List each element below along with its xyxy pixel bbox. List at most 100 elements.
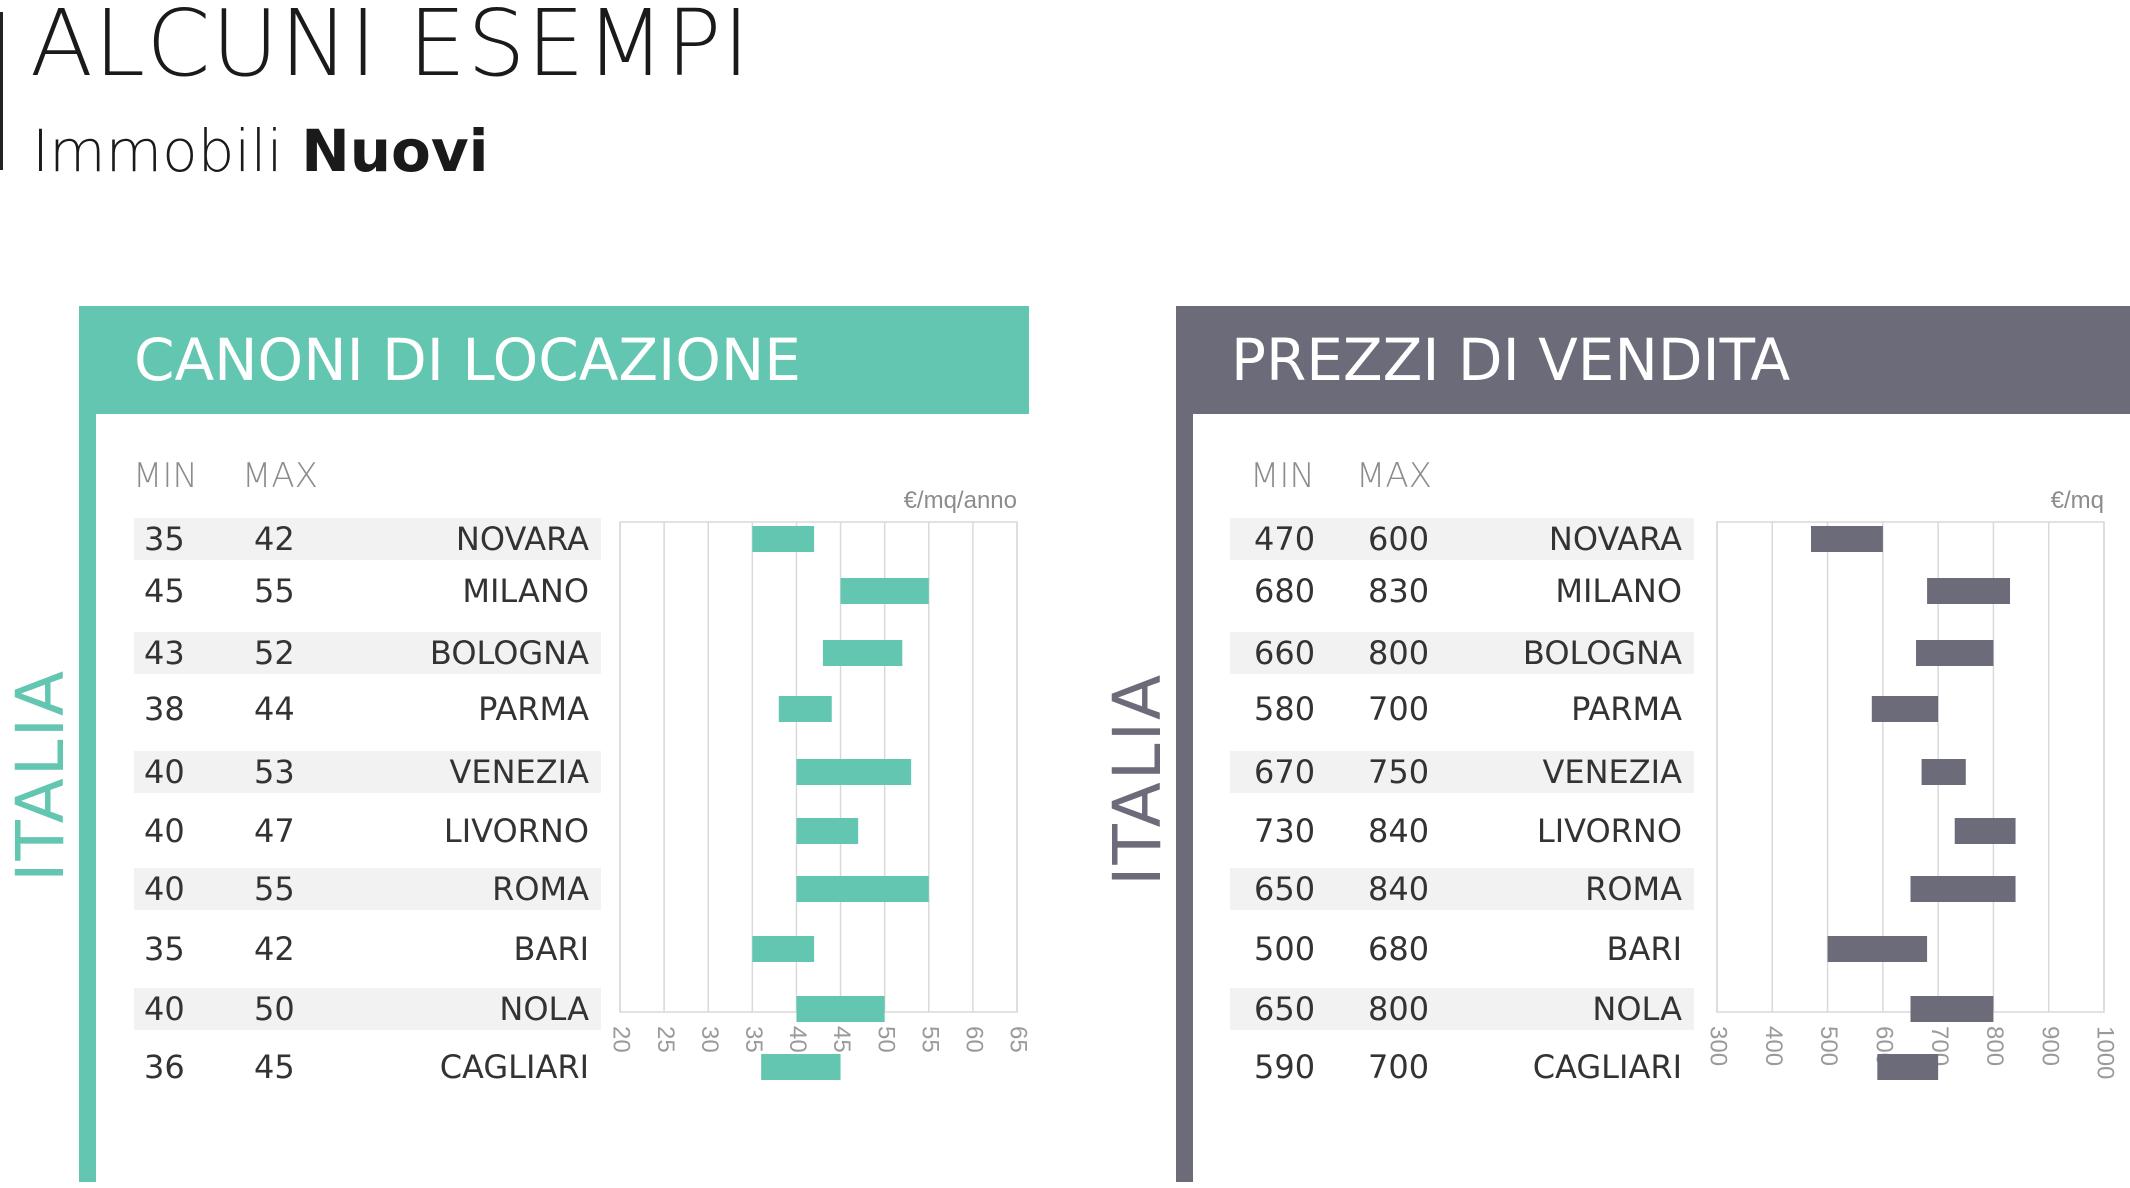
region-label: ITALIA xyxy=(2,668,79,882)
panel-heading: CANONI DI LOCAZIONE xyxy=(79,306,1029,414)
range-bar xyxy=(796,759,912,785)
range-bar xyxy=(796,996,885,1022)
tick-label: 50 xyxy=(872,1026,899,1053)
city-name: BARI xyxy=(1606,930,1682,968)
range-bar xyxy=(752,936,815,962)
page-subtitle: Immobili Nuovi xyxy=(32,122,489,180)
tick-label: 900 xyxy=(2036,1026,2063,1066)
max-value: 42 xyxy=(254,930,295,968)
table-row: 730 840 LIVORNO xyxy=(1230,810,1694,852)
subtitle-bold: Nuovi xyxy=(301,117,489,185)
city-name: LIVORNO xyxy=(1536,812,1682,850)
tick-label: 35 xyxy=(740,1026,767,1053)
max-value: 700 xyxy=(1368,690,1430,728)
min-value: 730 xyxy=(1254,812,1316,850)
city-name: ROMA xyxy=(492,870,589,908)
max-value: 840 xyxy=(1368,870,1430,908)
range-bar xyxy=(822,640,903,666)
range-bar xyxy=(1810,526,1883,552)
city-name: CAGLIARI xyxy=(1532,1048,1682,1086)
max-value: 750 xyxy=(1368,753,1430,791)
min-value: 580 xyxy=(1254,690,1316,728)
min-value: 45 xyxy=(144,572,185,610)
range-bar xyxy=(796,818,859,844)
max-value: 42 xyxy=(254,520,295,558)
city-name: NOVARA xyxy=(1548,520,1682,558)
max-value: 600 xyxy=(1368,520,1430,558)
tick-label: 25 xyxy=(652,1026,679,1053)
panel-rail xyxy=(1176,414,1193,1182)
page-title: ALCUNI ESEMPI xyxy=(30,0,751,97)
min-value: 590 xyxy=(1254,1048,1316,1086)
range-bar xyxy=(1921,759,1966,785)
city-name: VENEZIA xyxy=(1542,753,1682,791)
city-name: ROMA xyxy=(1585,870,1682,908)
max-value: 50 xyxy=(254,990,295,1028)
max-value: 830 xyxy=(1368,572,1430,610)
min-value: 470 xyxy=(1254,520,1316,558)
city-name: LIVORNO xyxy=(443,812,589,850)
range-bar xyxy=(796,876,929,902)
unit-label: €/mq/anno xyxy=(904,487,1017,514)
table-row: 580 700 PARMA xyxy=(1230,688,1694,730)
range-bar xyxy=(1877,1054,1939,1080)
max-value: 700 xyxy=(1368,1048,1430,1086)
city-name: PARMA xyxy=(1571,690,1682,728)
min-value: 500 xyxy=(1254,930,1316,968)
tick-label: 500 xyxy=(1815,1026,1842,1066)
city-name: PARMA xyxy=(478,690,589,728)
tick-label: 1000 xyxy=(2092,1026,2119,1079)
range-bar xyxy=(1910,876,2016,902)
max-value: 55 xyxy=(254,572,295,610)
city-name: NOVARA xyxy=(455,520,589,558)
max-value: 680 xyxy=(1368,930,1430,968)
unit-label: €/mq xyxy=(2051,487,2104,514)
min-value: 43 xyxy=(144,634,185,672)
range-bar xyxy=(1927,578,2011,604)
min-column-header: MIN xyxy=(133,456,198,496)
tick-label: 60 xyxy=(961,1026,988,1053)
min-value: 35 xyxy=(144,930,185,968)
min-value: 38 xyxy=(144,690,185,728)
panel-heading: PREZZI DI VENDITA xyxy=(1176,306,2130,414)
min-value: 680 xyxy=(1254,572,1316,610)
region-label: ITALIA xyxy=(1099,672,1176,886)
min-value: 660 xyxy=(1254,634,1316,672)
city-name: MILANO xyxy=(1555,572,1682,610)
range-bar xyxy=(1910,996,1994,1022)
range-bar xyxy=(752,526,815,552)
table-row: 35 42 BARI xyxy=(134,928,601,970)
max-value: 840 xyxy=(1368,812,1430,850)
tick-label: 400 xyxy=(1760,1026,1787,1066)
subtitle-prefix: Immobili xyxy=(32,117,302,185)
max-value: 45 xyxy=(254,1048,295,1086)
max-column-header: MAX xyxy=(242,456,318,496)
max-value: 55 xyxy=(254,870,295,908)
city-name: BARI xyxy=(513,930,589,968)
range-bar xyxy=(1916,640,1994,666)
tick-label: 45 xyxy=(828,1026,855,1053)
city-name: VENEZIA xyxy=(449,753,589,791)
city-name: CAGLIARI xyxy=(439,1048,589,1086)
city-name: NOLA xyxy=(499,990,589,1028)
table-row: 590 700 CAGLIARI xyxy=(1230,1046,1694,1088)
range-bar xyxy=(840,578,929,604)
table-row: 680 830 MILANO xyxy=(1230,570,1694,612)
max-value: 800 xyxy=(1368,634,1430,672)
min-value: 40 xyxy=(144,753,185,791)
panel-rail xyxy=(79,414,96,1182)
range-bar xyxy=(1954,818,2016,844)
